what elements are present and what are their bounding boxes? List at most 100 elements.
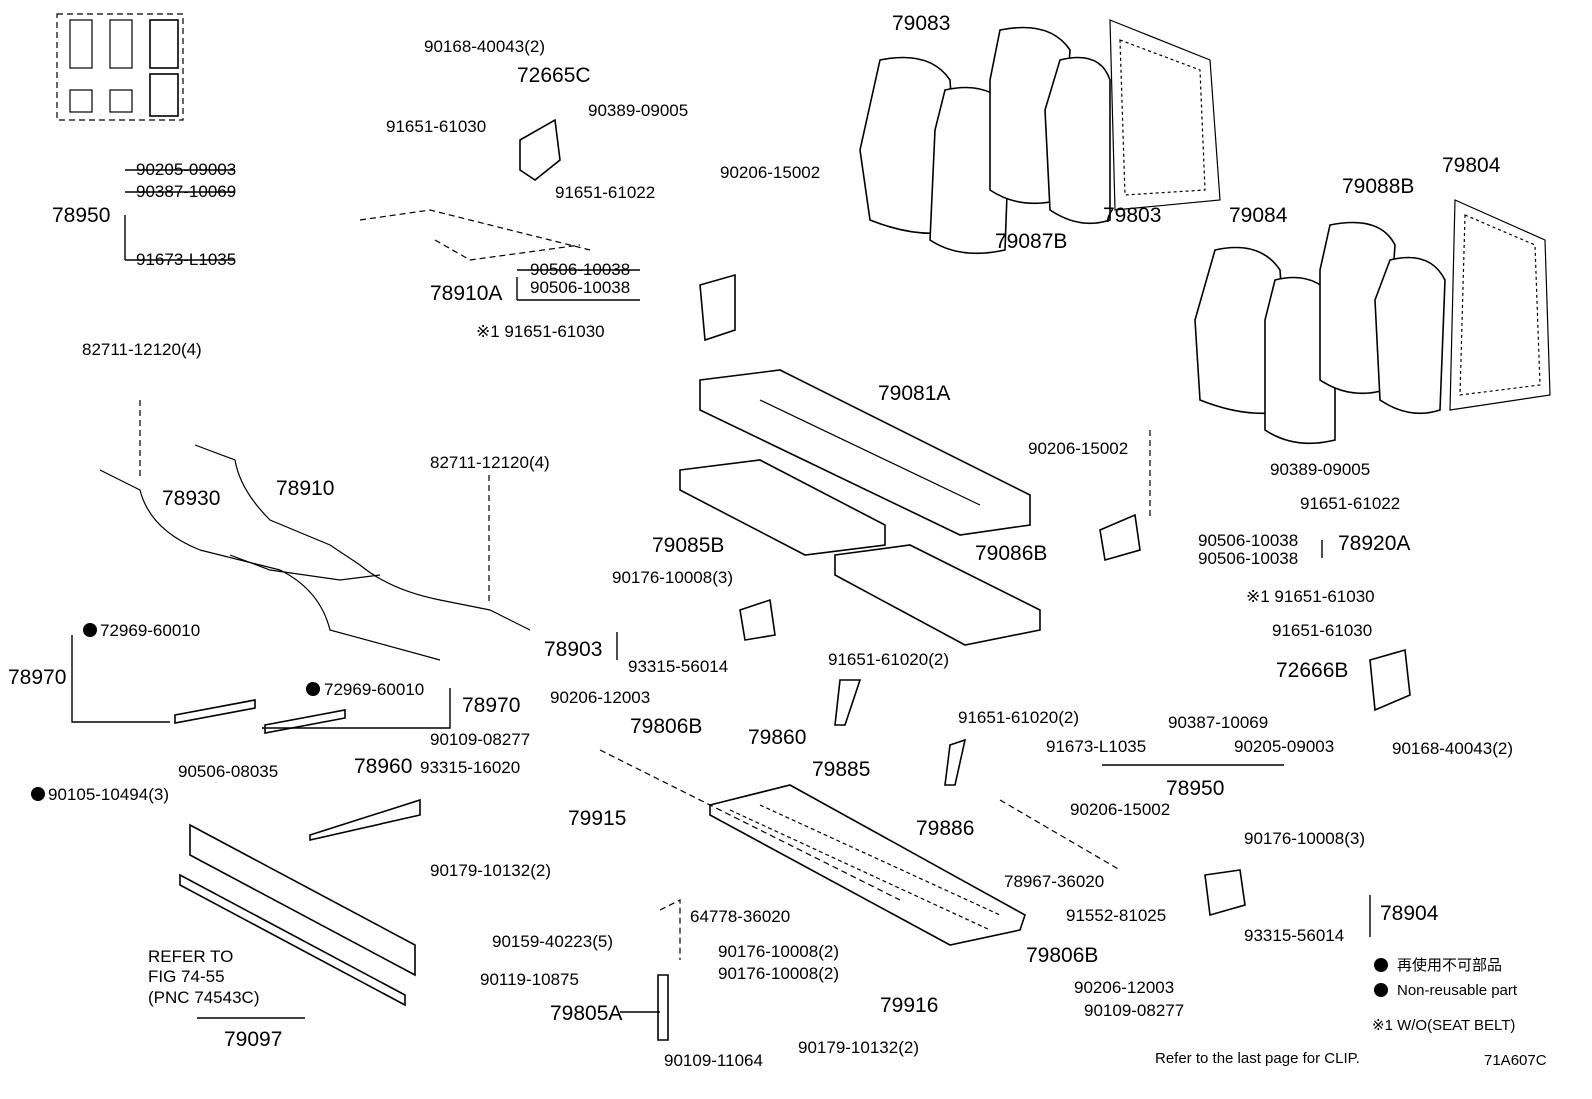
- clip-note: Refer to the last page for CLIP.: [1155, 1050, 1360, 1067]
- part-label: 90387-10069: [1168, 713, 1268, 732]
- part-label: 78910A: [430, 282, 502, 305]
- part-label: 93315-16020: [420, 758, 520, 777]
- part-label: 79087B: [995, 230, 1067, 253]
- part-label: 78960: [354, 755, 412, 778]
- part-label: 90387-10069: [136, 182, 236, 201]
- part-label: 90109-08277: [430, 730, 530, 749]
- part-label: 90506-08035: [178, 762, 278, 781]
- reference-note-line2: FIG 74-55: [148, 967, 225, 986]
- part-label: 90206-12003: [1074, 978, 1174, 997]
- part-label: 90179-10132(2): [430, 861, 551, 880]
- part-label: 72665C: [517, 64, 591, 87]
- part-label: 90168-40043(2): [1392, 739, 1513, 758]
- rail-79097: [179, 823, 416, 1007]
- part-label: 93315-56014: [1244, 926, 1344, 945]
- reference-note-line1: REFER TO: [148, 947, 233, 966]
- support-78903: [739, 598, 776, 641]
- part-label: 79806B: [630, 715, 702, 738]
- part-label: 79097: [224, 1028, 282, 1051]
- part-label: 91651-61020(2): [958, 708, 1079, 727]
- part-label: 90389-09005: [1270, 460, 1370, 479]
- cable-78930-78910: [99, 444, 531, 661]
- part-label: 91651-61030: [1272, 621, 1372, 640]
- part-label: 91651-61020(2): [828, 650, 949, 669]
- seat-frame-79860: [709, 784, 1026, 946]
- seat-cushion-79085b: [679, 459, 886, 556]
- part-label: 79083: [892, 12, 950, 35]
- part-label: 79081A: [878, 382, 950, 405]
- strap-78970: [174, 699, 346, 734]
- part-label: 90176-10008(3): [1244, 829, 1365, 848]
- part-label: 79915: [568, 807, 626, 830]
- part-label: 90506-10038: [1198, 531, 1298, 550]
- seat-cushion-79086b: [834, 544, 1041, 646]
- plate-78960: [309, 798, 421, 842]
- part-label: 78910: [276, 477, 334, 500]
- part-label: 90206-15002: [1028, 439, 1128, 458]
- non-reusable-marker-icon: [83, 623, 97, 637]
- part-label: 91552-81025: [1066, 906, 1166, 925]
- part-label: 90168-40043(2): [424, 37, 545, 56]
- part-label: 78950: [1166, 777, 1224, 800]
- hinge-bracket-78920a: [1099, 513, 1141, 562]
- part-label: 90159-40223(5): [492, 932, 613, 951]
- seat-cushion-79081a: [699, 369, 1031, 536]
- legend-marker-icon: [1374, 958, 1388, 972]
- part-label: 90176-10008(2): [718, 942, 839, 961]
- part-label: 79860: [748, 726, 806, 749]
- part-label: 79084: [1229, 204, 1288, 227]
- hinge-bracket-78910a: [699, 273, 736, 342]
- part-label: 90109-11064: [664, 1051, 763, 1070]
- part-label: 79886: [916, 817, 974, 840]
- part-label: 90179-10132(2): [798, 1038, 919, 1057]
- stay-79805a: [657, 974, 669, 1041]
- part-label: 72666B: [1276, 659, 1348, 682]
- legend-en: Non-reusable part: [1397, 982, 1518, 999]
- part-label: 90506-10038: [1198, 549, 1298, 568]
- part-label: ※1 91651-61030: [1246, 587, 1375, 606]
- reference-note-line3: (PNC 74543C): [148, 988, 260, 1007]
- part-label: 79885: [812, 758, 870, 781]
- part-label: 90109-08277: [1084, 1001, 1184, 1020]
- part-label: 90176-10008(3): [612, 568, 733, 587]
- part-label: 91673-L1035: [1046, 737, 1146, 756]
- seat-layout-key-icon: [56, 13, 184, 121]
- diagram-code: 71A607C: [1484, 1052, 1547, 1069]
- part-label: 79806B: [1026, 944, 1098, 967]
- hinge-bracket-72665c: [519, 118, 561, 181]
- non-reusable-marker-icon: [306, 682, 320, 696]
- part-label: 79803: [1103, 204, 1161, 227]
- part-label: 78920A: [1338, 532, 1410, 555]
- part-label: 91651-61030: [386, 117, 486, 136]
- part-label: 90206-15002: [1070, 800, 1170, 819]
- part-label: 90389-09005: [588, 101, 688, 120]
- part-label: 79086B: [975, 542, 1047, 565]
- leader-lines: [71, 169, 1371, 1019]
- seat-back-assembly-lower: [1194, 199, 1551, 445]
- part-label: 90506-10038: [530, 278, 630, 297]
- part-label: 78967-36020: [1004, 872, 1104, 891]
- hinge-bracket-72666b: [1369, 648, 1411, 712]
- part-label: 79916: [880, 994, 938, 1017]
- part-label: 93315-56014: [628, 657, 728, 676]
- part-label: 82711-12120(4): [430, 453, 550, 472]
- part-label: 79804: [1442, 154, 1501, 177]
- part-label: 72969-60010: [100, 621, 200, 640]
- part-label: 78903: [544, 638, 602, 661]
- part-label: 90206-12003: [550, 688, 650, 707]
- part-label: 90205-09003: [136, 160, 236, 179]
- part-label: 91651-61022: [555, 183, 655, 202]
- part-label: 78930: [162, 487, 220, 510]
- part-label: 90206-15002: [720, 163, 820, 182]
- part-label: ※1 91651-61030: [476, 322, 605, 341]
- part-label: 78970: [8, 666, 66, 689]
- part-label: 64778-36020: [690, 907, 790, 926]
- lever-79886: [944, 738, 967, 786]
- non-reusable-marker-icon: [31, 787, 45, 801]
- part-label: 90205-09003: [1234, 737, 1334, 756]
- legend-marker-icon: [1374, 983, 1388, 997]
- legend-jp: 再使用不可部品: [1397, 957, 1502, 974]
- part-label: 91651-61022: [1300, 494, 1400, 513]
- part-label: 82711-12120(4): [82, 340, 202, 359]
